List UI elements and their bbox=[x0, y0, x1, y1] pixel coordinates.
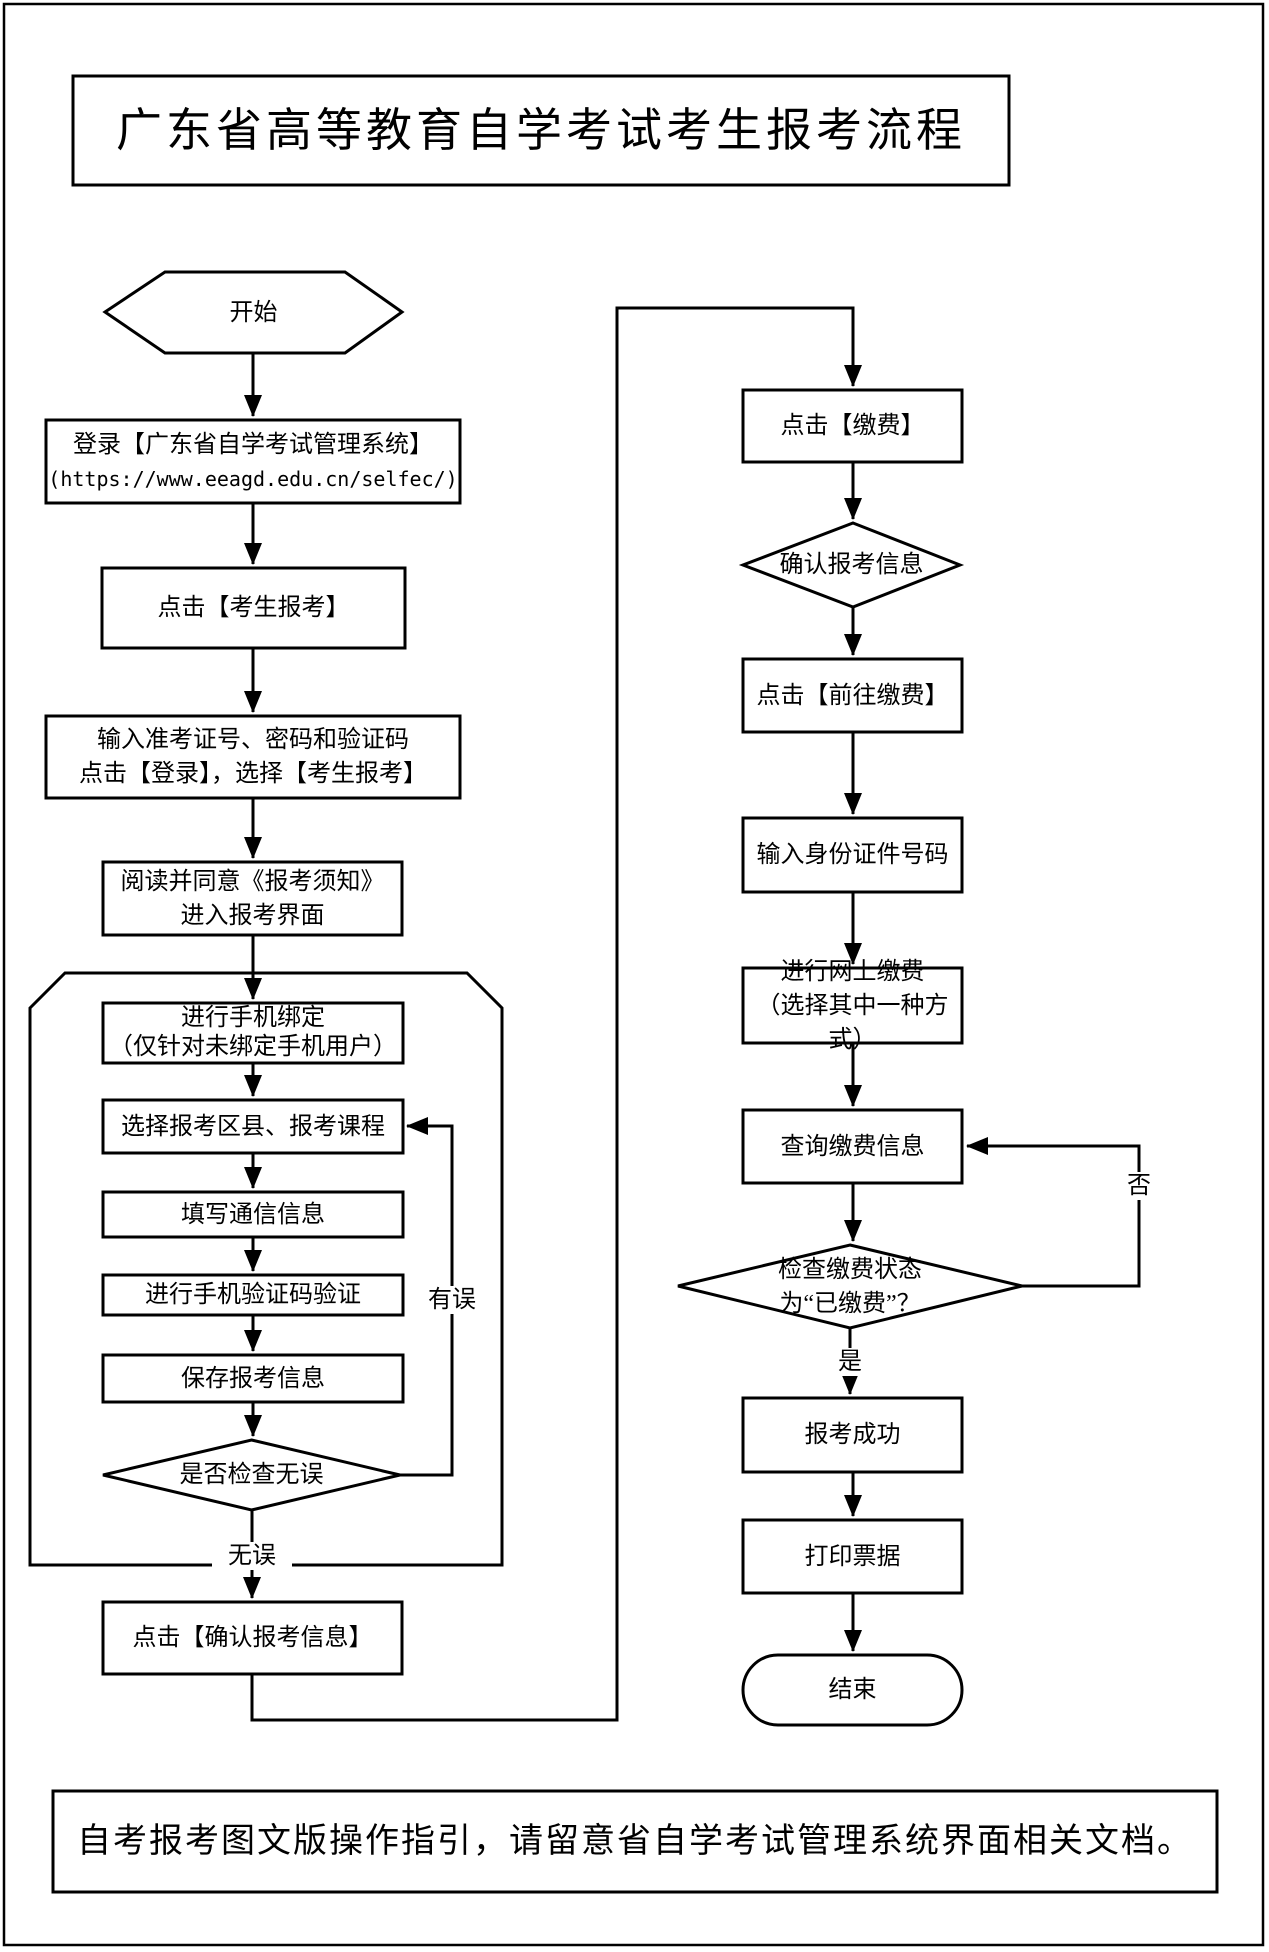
edge-label-yes: 是 bbox=[830, 1348, 870, 1376]
node-success-label: 报考成功 bbox=[804, 1422, 901, 1448]
node-login-label: 登录【广东省自学考试管理系统】 (https://www.eeagd.edu.c… bbox=[46, 420, 460, 503]
node-bind-phone-shape bbox=[101, 1001, 405, 1065]
node-login-line1: 登录【广东省自学考试管理系统】 bbox=[73, 431, 433, 458]
node-go-pay-label: 点击【前往缴费】 bbox=[756, 682, 949, 709]
node-click-register-shape bbox=[100, 566, 407, 650]
edge-confirm-to-pay bbox=[250, 306, 862, 1722]
node-query-payment-label: 查询缴费信息 bbox=[780, 1133, 925, 1160]
node-input-credentials-shape bbox=[44, 714, 462, 800]
node-check-ok-label: 是否检查无误 bbox=[179, 1462, 324, 1488]
edge-label-no: 否 bbox=[1119, 1172, 1159, 1200]
node-login-shape bbox=[44, 418, 462, 505]
node-input-id-shape bbox=[741, 816, 964, 894]
node-confirm-reg-info-label: 确认报考信息 bbox=[779, 552, 924, 578]
node-input-id-label: 输入身份证件号码 bbox=[756, 842, 949, 868]
node-click-pay-shape bbox=[741, 388, 964, 464]
node-go-pay-shape bbox=[741, 657, 964, 734]
registration-loop-container bbox=[28, 971, 504, 1567]
node-fill-contact-label: 填写通信信息 bbox=[181, 1201, 325, 1228]
node-read-notice-label: 阅读并同意《报考须知》 进入报考界面 bbox=[120, 868, 385, 929]
node-query-payment-shape bbox=[741, 1108, 964, 1185]
edge-label-no-error: 无误 bbox=[212, 1542, 292, 1570]
title-box bbox=[71, 74, 1011, 187]
node-start-shape bbox=[102, 270, 405, 355]
node-success-shape bbox=[741, 1396, 964, 1474]
node-input-credentials-label: 输入准考证号、密码和验证码 点击【登录】，选择【考生报考】 bbox=[79, 727, 427, 787]
node-click-register-label: 点击【考生报考】 bbox=[157, 595, 350, 621]
footer-note-box bbox=[51, 1789, 1219, 1894]
node-read-notice-shape bbox=[101, 860, 404, 937]
node-print-receipt-shape bbox=[741, 1518, 964, 1595]
node-select-courses-label: 选择报考区县、报考课程 bbox=[121, 1113, 385, 1140]
node-sms-verify-label: 进行手机验证码验证 bbox=[145, 1282, 361, 1308]
page-title: 广东省高等教育自学考试考生报考流程 bbox=[116, 104, 966, 156]
footer-note: 自考报考图文版操作指引，请留意省自学考试管理系统界面相关文档。 bbox=[77, 1822, 1193, 1860]
node-start-label: 开始 bbox=[229, 299, 278, 326]
node-confirm-info-label: 点击【确认报考信息】 bbox=[132, 1625, 373, 1651]
node-check-paid-label: 检查缴费状态 为“已缴费”？ bbox=[778, 1256, 922, 1317]
edge-label-has-error: 有误 bbox=[412, 1286, 492, 1314]
node-click-pay-label: 点击【缴费】 bbox=[780, 413, 925, 439]
node-end-label: 结束 bbox=[828, 1677, 877, 1703]
node-bind-phone-label: 进行手机绑定 （仅针对未绑定手机用户） bbox=[109, 1005, 397, 1060]
node-save-info-label: 保存报考信息 bbox=[181, 1365, 325, 1392]
node-select-courses-shape bbox=[101, 1098, 405, 1155]
node-online-pay-label: 进行网上缴费 （选择其中一种方式） bbox=[756, 958, 949, 1053]
node-login-url: (https://www.eeagd.edu.cn/selfec/) bbox=[48, 466, 458, 491]
node-online-pay-shape bbox=[741, 966, 964, 1045]
edge-checkpaid-no-loop bbox=[966, 1137, 1141, 1288]
node-print-receipt-label: 打印票据 bbox=[804, 1543, 901, 1570]
node-end-shape bbox=[741, 1653, 964, 1727]
